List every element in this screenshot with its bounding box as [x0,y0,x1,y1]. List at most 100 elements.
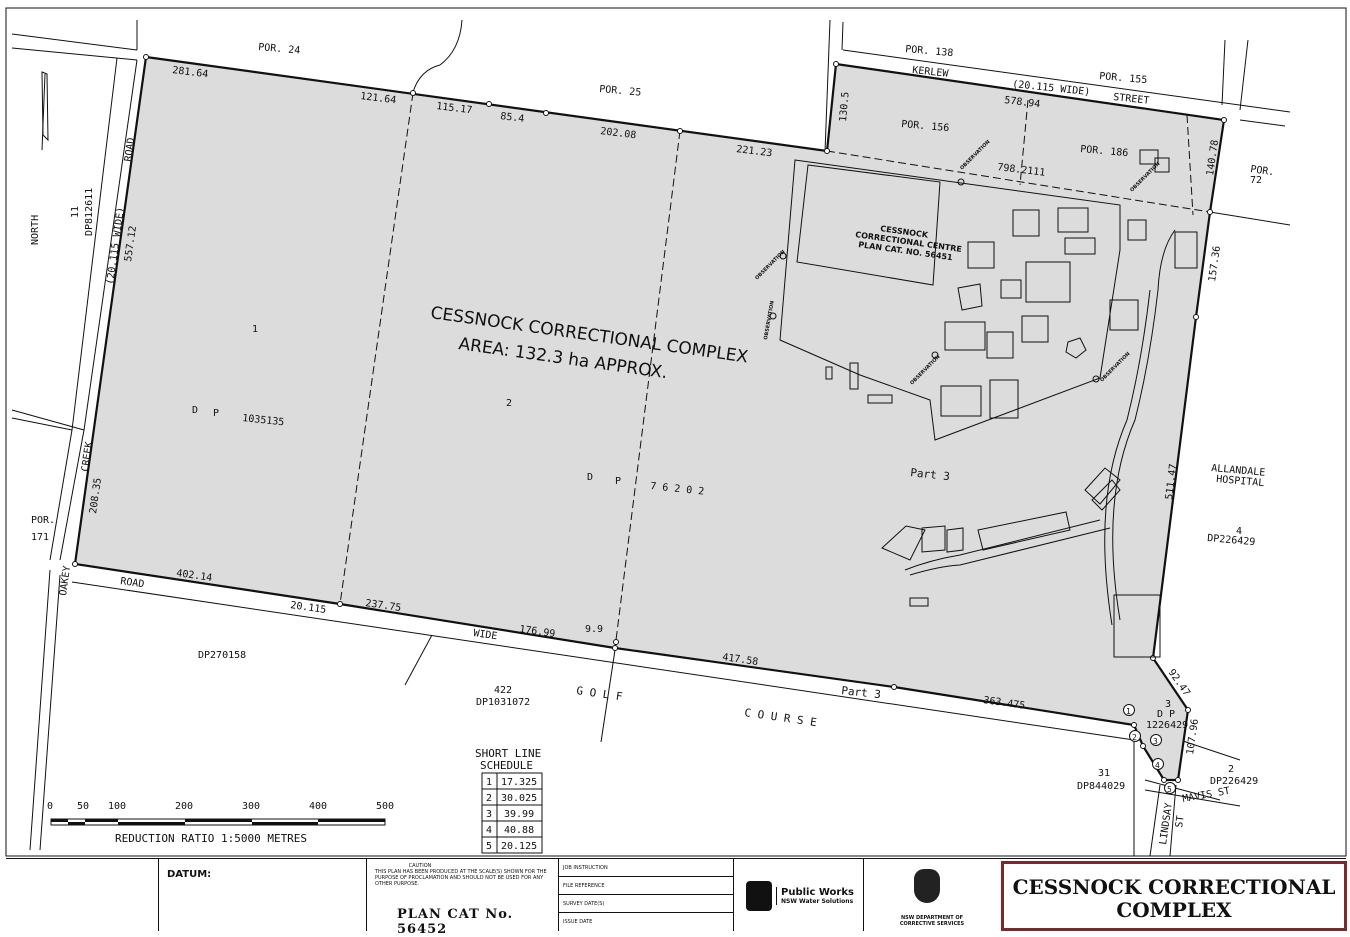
datum-label: DATUM: [167,869,212,880]
cadastral-map: NORTH CESSNOCK CORRECTIONAL COMPLEX AREA… [5,7,1347,857]
boundary-points [72,54,1227,783]
plan-cat-number: PLAN CAT No. 56452 [397,907,514,937]
schedule-title: SCHEDULE [480,759,533,772]
schedule-no: 1 [486,777,492,788]
schedule-length: 39.99 [504,809,534,820]
svg-text:POR. 25: POR. 25 [599,84,642,99]
svg-text:402.14: 402.14 [176,568,213,584]
public-works-sub: NSW Water Solutions [781,898,854,905]
svg-text:POR.: POR. [1250,164,1275,178]
svg-text:ALLANDALE: ALLANDALE [1211,463,1266,479]
dp-number: 1035135 [242,413,285,428]
svg-text:115.17: 115.17 [436,101,473,116]
scale-tick: 200 [175,801,193,812]
caution-text: THIS PLAN HAS BEEN PRODUCED AT THE SCALE… [375,869,547,887]
scale-tick: 0 [47,801,53,812]
svg-text:578.94: 578.94 [1004,95,1041,110]
svg-text:31: 31 [1098,768,1110,779]
svg-text:72: 72 [1250,175,1262,186]
svg-text:DP1031072: DP1031072 [476,697,530,708]
svg-text:STREET: STREET [1113,92,1150,107]
svg-text:11: 11 [70,206,81,218]
svg-text:HOSPITAL: HOSPITAL [1216,474,1265,489]
svg-text:9.9: 9.9 [585,624,603,635]
part-label: Part 3 [841,684,882,701]
scale-tick: 400 [309,801,327,812]
sheet-title-line1: CESSNOCK CORRECTIONAL [1012,875,1336,899]
svg-text:157.36: 157.36 [1207,245,1223,282]
caution-title: CAUTION [408,863,432,869]
svg-text:ROAD: ROAD [123,137,137,162]
svg-text:KERLEW: KERLEW [912,65,950,80]
sheet-title: CESSNOCK CORRECTIONAL COMPLEX [1001,861,1347,931]
svg-text:107.96: 107.96 [1185,718,1201,755]
svg-text:ST: ST [1174,815,1187,828]
svg-text:417.58: 417.58 [722,652,759,668]
svg-text:POR. 24: POR. 24 [258,42,301,57]
lot-label: 2 [506,398,512,409]
dp-number: 1226429 [1146,720,1188,731]
plan-cell: CAUTION THIS PLAN HAS BEEN PRODUCED AT T… [366,859,558,937]
dp-label: D [192,405,198,416]
scale-caption: REDUCTION RATIO 1:5000 METRES [115,832,307,845]
short-line-markers: 1 2 3 4 5 [1123,704,1176,794]
schedule-no: 4 [486,825,492,836]
lot-lines [339,92,1211,649]
scale-tick: 300 [242,801,260,812]
svg-text:208.35: 208.35 [88,477,104,514]
sheet-title-line2: COMPLEX [1116,898,1232,922]
road-lines [11,19,1291,857]
svg-text:DP812611: DP812611 [84,188,95,236]
corrective-services-crest-icon [914,869,940,903]
svg-text:121.64: 121.64 [360,91,397,106]
svg-text:C O U R S E: C O U R S E [744,706,818,729]
schedule-no: 5 [486,841,492,852]
marker-label: 3 [1153,737,1158,746]
department-cell: NSW DEPARTMENT OF CORRECTIVE SERVICES [863,859,995,931]
dp-label: P [615,476,621,487]
issue-date-row: ISSUE DATE [563,919,593,925]
datum-cell: DATUM: [158,859,366,931]
schedule-no: 3 [486,809,492,820]
dept-line2: CORRECTIVE SERVICES [899,921,965,927]
caution-note: CAUTION THIS PLAN HAS BEEN PRODUCED AT T… [375,863,555,887]
svg-text:511.47: 511.47 [1164,463,1179,500]
svg-text:422: 422 [494,685,512,696]
svg-text:130.5: 130.5 [838,91,852,122]
dp-label: D P [1157,709,1175,720]
portion-labels: POR. 24 POR. 25 POR. 138 POR. 155 POR. 1… [31,42,1275,543]
public-works-name: Public Works [781,887,854,898]
nsw-logo-icon [746,881,772,911]
svg-text:ROAD: ROAD [120,576,145,590]
job-instruction-row: JOB INSTRUCTION [559,859,733,877]
marker-label: 2 [1132,733,1137,742]
dp-label: P [213,408,219,419]
svg-text:557.12: 557.12 [123,225,139,262]
svg-text:DP226429: DP226429 [1207,533,1256,548]
schedule-title: SHORT LINE [475,747,541,760]
svg-text:140.78: 140.78 [1205,139,1221,176]
north-label: NORTH [30,215,41,245]
svg-text:DP226429: DP226429 [1210,776,1258,787]
svg-text:237.75: 237.75 [365,598,402,614]
svg-text:OAKEY: OAKEY [58,565,73,596]
title-block: DATUM: CAUTION THIS PLAN HAS BEEN PRODUC… [6,858,1347,937]
scale-bar: 0 50 100 200 300 400 500 REDUCTION RATIO… [47,801,394,845]
lot-label: 3 [1165,699,1171,710]
marker-label: 1 [1126,707,1131,716]
survey-dates-row: SURVEY DATE(S) [559,895,733,913]
svg-text:202.08: 202.08 [600,126,637,141]
svg-text:POR. 156: POR. 156 [901,119,950,134]
sheet-frame [5,7,1347,857]
svg-text:221.23: 221.23 [736,144,773,159]
part-label: Part 3 [910,466,951,483]
svg-text:POR. 138: POR. 138 [905,44,954,59]
file-reference-row: FILE REFERENCE [559,877,733,895]
correctional-centre-buildings [769,149,1198,658]
schedule-length: 40.88 [504,825,534,836]
scale-tick: 100 [108,801,126,812]
lot-label: 1 [252,324,258,335]
dp-label: D [587,472,593,483]
svg-text:POR. 155: POR. 155 [1099,71,1148,86]
admin-cell: JOB INSTRUCTION FILE REFERENCE SURVEY DA… [558,859,733,931]
